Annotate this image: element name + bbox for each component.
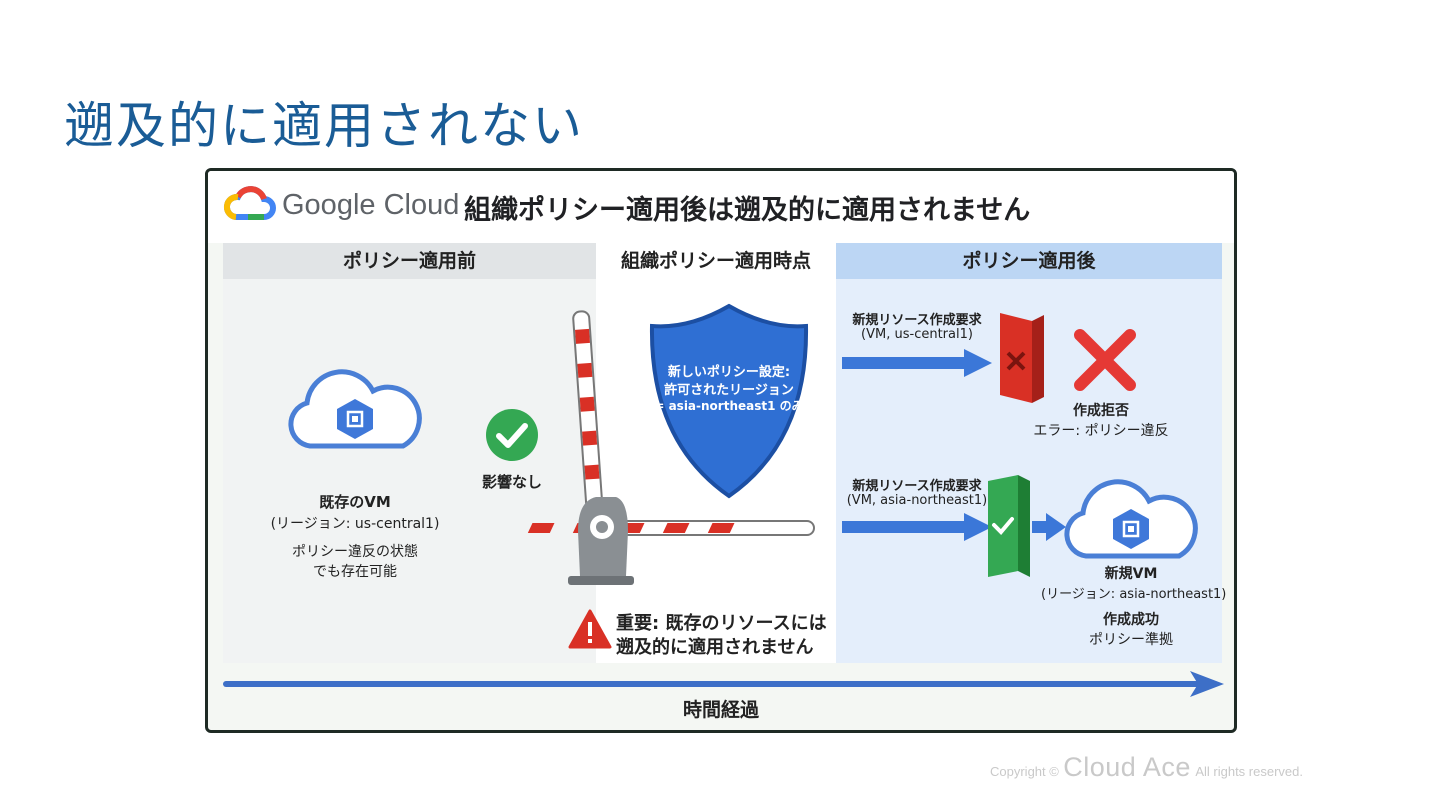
existing-vm-region: (リージョン: us-central1) (270, 516, 440, 532)
timeline-arrow-icon (1190, 671, 1224, 697)
arrow-right-icon (1032, 513, 1066, 541)
existing-vm-status-line2: でも存在可能 (313, 564, 397, 580)
new-vm-name: 新規VM (1104, 566, 1158, 582)
request2-subtitle: (VM, asia-northeast1) (846, 493, 988, 508)
existing-vm-status-line1: ポリシー違反の状態 (292, 544, 418, 560)
x-mark-icon (1074, 329, 1136, 391)
arrow-right-icon (842, 513, 992, 541)
slide-title: 遡及的に適用されない (64, 97, 584, 155)
reject-title: 作成拒否 (1073, 403, 1129, 419)
diagram-header: Google Cloud 組織ポリシー適用後は遡及的に適用されません (208, 171, 1234, 243)
firewall-block-icon (1000, 313, 1044, 403)
reject-subtitle: エラー: ポリシー違反 (1033, 423, 1169, 439)
panel-before: ポリシー適用前 既存のVM (リージョン: us-central1) ポリシー違… (223, 243, 596, 663)
shield-text-line1: 新しいポリシー設定: (667, 365, 791, 380)
cloud-vm-icon (288, 369, 422, 449)
success-subtitle: ポリシー準拠 (1089, 632, 1173, 648)
firewall-allow-icon (988, 475, 1030, 577)
check-circle-icon (486, 409, 538, 461)
cloud-vm-icon (1064, 479, 1198, 559)
copyright-suffix: All rights reserved. (1195, 764, 1303, 779)
barrier-gate-icon (527, 310, 815, 585)
copyright-brand: Cloud Ace (1063, 752, 1191, 782)
request1-subtitle: (VM, us-central1) (861, 327, 973, 342)
shield-icon (649, 303, 809, 499)
diagram-title: 組織ポリシー適用後は遡及的に適用されません (464, 195, 1031, 226)
panel-after: ポリシー適用後 新規リソース作成要求 (VM, us-central1) 作成拒… (836, 243, 1227, 663)
panel-middle: 組織ポリシー適用時点 新しいポリシー設定: 許可された (527, 243, 836, 663)
warning-line2: 遡及的に適用されません (616, 637, 814, 658)
panel-before-header: ポリシー適用前 (223, 243, 596, 279)
request1-title: 新規リソース作成要求 (852, 313, 982, 328)
no-impact-label: 影響なし (481, 473, 542, 491)
arrow-right-icon (842, 349, 992, 377)
panel-middle-header: 組織ポリシー適用時点 (620, 250, 811, 272)
warning-line1: 重要: 既存のリソースには (616, 613, 827, 634)
shield-text-line3: = asia-northeast1 のみ (654, 399, 804, 413)
timeline-label: 時間経過 (682, 699, 759, 721)
success-title: 作成成功 (1103, 612, 1159, 628)
policy-diagram: Google Cloud 組織ポリシー適用後は遡及的に適用されません ポリシー適… (205, 168, 1237, 733)
google-cloud-wordmark: Google Cloud (282, 189, 460, 221)
panel-after-header: ポリシー適用後 (836, 243, 1222, 279)
google-cloud-logo-icon (224, 186, 276, 220)
copyright-footer: Copyright © Cloud Ace All rights reserve… (990, 752, 1303, 783)
timeline-bar (223, 681, 1218, 687)
warning-icon (568, 609, 612, 649)
request2-title: 新規リソース作成要求 (852, 479, 982, 494)
copyright-prefix: Copyright © (990, 764, 1059, 779)
existing-vm-name: 既存のVM (319, 493, 391, 511)
shield-text-line2: 許可されたリージョン (664, 383, 794, 398)
new-vm-region: (リージョン: asia-northeast1) (1041, 587, 1227, 602)
